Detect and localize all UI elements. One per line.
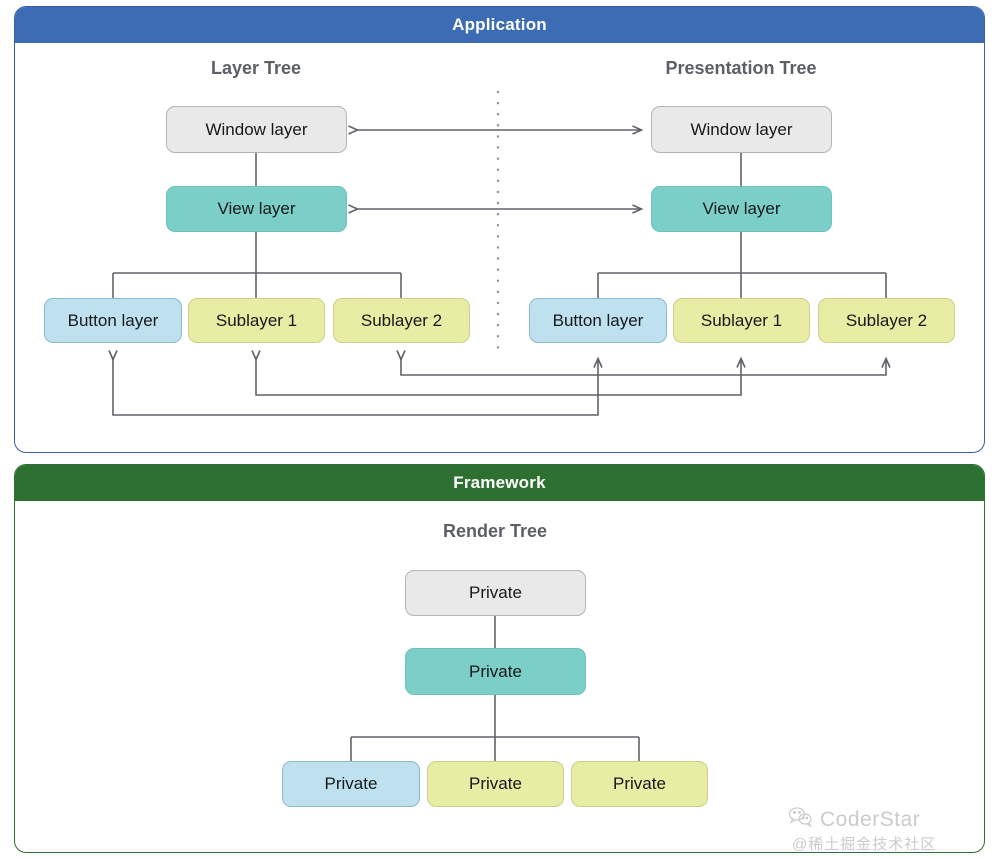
node-label: Window layer: [205, 119, 308, 139]
watermark: CoderStar @稀土掘金技术社区: [788, 806, 988, 856]
node-label: View layer: [217, 199, 296, 218]
node-layer-tree-sublayer-2[interactable]: Sublayer 2: [333, 298, 470, 343]
node-layer-tree-sublayer-1[interactable]: Sublayer 1: [188, 298, 325, 343]
node-presentation-tree-button-layer[interactable]: Button layer: [529, 298, 667, 343]
application-section-title: Application: [15, 7, 984, 43]
node-presentation-tree-sublayer-1[interactable]: Sublayer 1: [673, 298, 810, 343]
node-label: Private: [469, 661, 522, 681]
framework-section-title: Framework: [15, 465, 984, 501]
node-label: Sublayer 2: [845, 310, 928, 330]
node-label: Button layer: [67, 310, 159, 330]
layer-tree-title: Layer Tree: [210, 58, 302, 78]
node-label: Private: [613, 774, 666, 793]
node-label: Sublayer 1: [700, 310, 783, 330]
node-render-tree-mid[interactable]: Private: [405, 648, 586, 695]
node-label: Sublayer 2: [360, 310, 443, 330]
framework-section: Framework: [14, 464, 985, 853]
presentation-tree-title: Presentation Tree: [665, 58, 817, 78]
node-label: Private: [469, 583, 522, 602]
node-render-tree-child-2[interactable]: Private: [427, 761, 564, 807]
node-label: Private: [469, 774, 522, 793]
watermark-name: CoderStar: [820, 807, 921, 831]
watermark-subtitle: @稀土掘金技术社区: [792, 836, 937, 853]
node-render-tree-child-3[interactable]: Private: [571, 761, 708, 807]
node-label: View layer: [702, 199, 781, 218]
node-presentation-tree-view-layer[interactable]: View layer: [651, 186, 832, 232]
node-render-tree-child-1[interactable]: Private: [282, 761, 420, 807]
node-presentation-tree-sublayer-2[interactable]: Sublayer 2: [818, 298, 955, 343]
node-label: Sublayer 1: [215, 310, 298, 330]
node-layer-tree-window-layer[interactable]: Window layer: [166, 106, 347, 153]
render-tree-title: Render Tree: [442, 521, 548, 541]
node-layer-tree-button-layer[interactable]: Button layer: [44, 298, 182, 343]
node-label: Button layer: [552, 310, 644, 330]
wechat-icon: [788, 806, 814, 832]
node-presentation-tree-window-layer[interactable]: Window layer: [651, 106, 832, 153]
node-label: Private: [324, 774, 378, 793]
node-layer-tree-view-layer[interactable]: View layer: [166, 186, 347, 232]
node-label: Window layer: [690, 119, 793, 139]
node-render-tree-root[interactable]: Private: [405, 570, 586, 616]
